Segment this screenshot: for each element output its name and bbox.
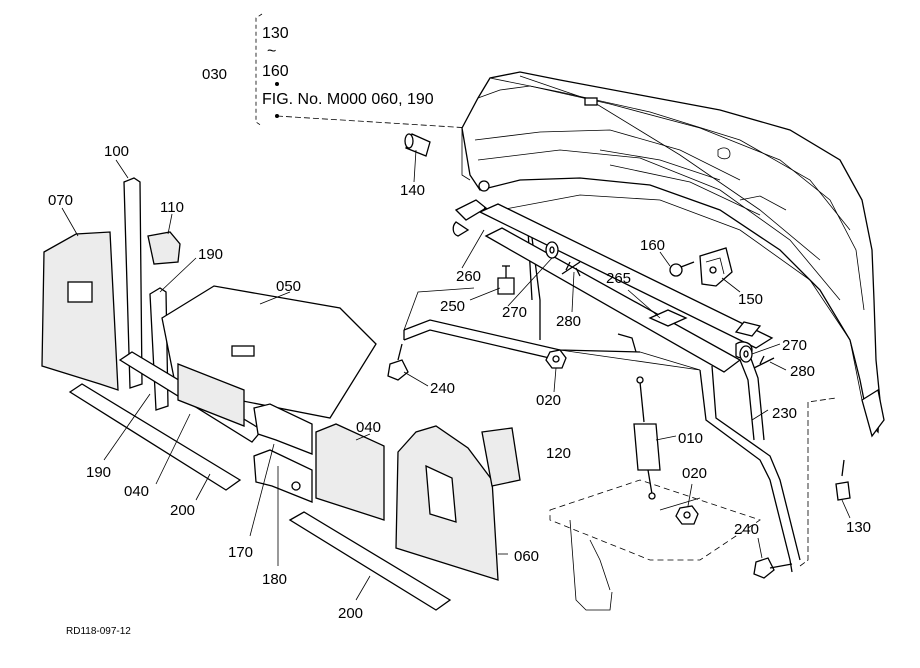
label-260: 260	[456, 268, 481, 285]
range-start: 130	[262, 25, 289, 42]
drawing-code: RD118-097-12	[66, 626, 131, 637]
washer-270a	[545, 241, 559, 259]
label-190a: 190	[198, 246, 223, 263]
block-040a	[177, 363, 245, 427]
cotter-pin-280a	[561, 261, 581, 277]
label-050: 050	[276, 278, 301, 295]
cotter-pin-280b	[753, 355, 775, 369]
label-140: 140	[400, 182, 425, 199]
label-240b: 240	[734, 521, 759, 538]
hinge-bracket-150	[699, 247, 733, 287]
bolt-160	[669, 261, 695, 277]
label-170: 170	[228, 544, 253, 561]
bolt-250	[497, 265, 515, 295]
leader-lines	[61, 149, 851, 601]
panel-060	[395, 425, 499, 581]
label-010: 010	[678, 430, 703, 447]
hood-assembly	[452, 71, 885, 438]
label-270a: 270	[502, 304, 527, 321]
label-240a: 240	[430, 380, 455, 397]
label-200b: 200	[338, 605, 363, 622]
label-200a: 200	[170, 502, 195, 519]
block-060-insert	[481, 427, 521, 487]
label-120: 120	[546, 445, 571, 462]
label-100: 100	[104, 143, 129, 160]
label-150: 150	[738, 291, 763, 308]
figure-reference: FIG. No. M000 060, 190	[262, 91, 434, 108]
block-040b	[315, 423, 385, 521]
label-160: 160	[640, 237, 665, 254]
label-270b: 270	[782, 337, 807, 354]
label-130: 130	[846, 519, 871, 536]
pin-140	[404, 133, 431, 157]
label-020b: 020	[682, 465, 707, 482]
label-180: 180	[262, 571, 287, 588]
label-060: 060	[514, 548, 539, 565]
label-070: 070	[48, 192, 73, 209]
label-020a: 020	[536, 392, 561, 409]
label-040a: 040	[124, 483, 149, 500]
strip-200b	[288, 511, 452, 611]
spacer-180	[253, 449, 313, 503]
label-250: 250	[440, 298, 465, 315]
bolt-240b	[753, 557, 793, 579]
range-separator: ~	[267, 43, 276, 60]
chassis-120	[549, 479, 761, 611]
label-040b: 040	[356, 419, 381, 436]
label-190b: 190	[86, 464, 111, 481]
strip-190a	[149, 287, 169, 411]
bolt-240a	[387, 343, 409, 381]
washer-270b	[739, 345, 753, 363]
label-265: 265	[606, 270, 631, 287]
label-280a: 280	[556, 313, 581, 330]
label-280b: 280	[790, 363, 815, 380]
nut-020a	[545, 349, 567, 369]
spacer-170	[253, 403, 313, 455]
group-label: 030	[202, 66, 227, 83]
block-110	[147, 231, 181, 265]
header-bracket	[255, 13, 471, 129]
label-110: 110	[160, 199, 184, 216]
label-230: 230	[772, 405, 797, 422]
panel-070	[41, 231, 119, 391]
nut-020b	[675, 505, 699, 525]
stay-frame-230	[403, 203, 801, 573]
latch-130	[835, 459, 851, 501]
gas-spring-010	[633, 376, 661, 500]
strip-200a	[68, 383, 242, 491]
range-end: 160	[262, 63, 289, 80]
